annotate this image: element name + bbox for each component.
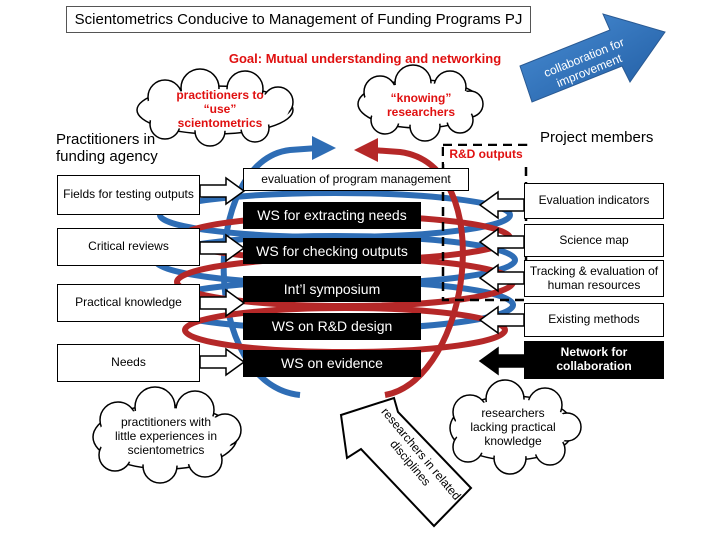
right-box-evaluation-indicators: Evaluation indicators bbox=[524, 183, 664, 219]
right-box-network: Network for collaboration bbox=[524, 341, 664, 379]
practitioners-header: Practitioners in funding agency bbox=[56, 130, 158, 165]
cloud-researchers-lacking-text: researchers lacking practical knowledge bbox=[470, 406, 556, 448]
blue-arrowhead bbox=[312, 136, 336, 160]
ws-checking-outputs: WS for checking outputs bbox=[243, 238, 421, 264]
right-box-tracking-hr: Tracking & evaluation of human resources bbox=[524, 260, 664, 297]
left-box-needs: Needs bbox=[57, 344, 200, 382]
bottom-researchers-arrow bbox=[339, 396, 473, 528]
red-arrowhead bbox=[354, 138, 378, 162]
intl-symposium: Int’l symposium bbox=[243, 276, 421, 302]
rd-outputs-label: R&D outputs bbox=[444, 146, 528, 164]
cloud-researchers-lacking bbox=[449, 379, 582, 475]
ws-extracting-needs: WS for extracting needs bbox=[243, 202, 421, 229]
evaluation-box: evaluation of program management bbox=[243, 168, 469, 191]
page-title: Scientometrics Conducive to Management o… bbox=[66, 6, 531, 33]
ws-evidence: WS on evidence bbox=[243, 350, 421, 377]
cloud-knowing-researchers bbox=[357, 64, 484, 142]
rd-outputs-frame bbox=[441, 143, 528, 302]
cloud-shapes bbox=[92, 64, 582, 484]
ws-rd-design: WS on R&D design bbox=[243, 313, 421, 340]
left-box-practical-knowledge: Practical knowledge bbox=[57, 284, 200, 322]
collaboration-arrow bbox=[519, 13, 666, 103]
left-box-fields-testing: Fields for testing outputs bbox=[57, 175, 200, 215]
cloud-knowing-researchers-text: “knowing” researchers bbox=[386, 91, 456, 119]
cloud-practitioners-use-text: practitioners to “use” scientometrics bbox=[176, 88, 264, 130]
cloud-practitioners-use bbox=[136, 68, 294, 147]
cloud-practitioners-little bbox=[92, 386, 242, 484]
right-box-science-map: Science map bbox=[524, 224, 664, 257]
project-members-header: Project members bbox=[540, 129, 654, 147]
left-box-critical-reviews: Critical reviews bbox=[57, 228, 200, 266]
left-connector-arrows bbox=[199, 176, 246, 377]
goal-label: Goal: Mutual understanding and networkin… bbox=[228, 50, 502, 66]
cloud-practitioners-little-text: practitioners with little experiences in… bbox=[114, 415, 218, 457]
right-connector-arrows bbox=[478, 190, 525, 376]
right-box-existing-methods: Existing methods bbox=[524, 303, 664, 337]
